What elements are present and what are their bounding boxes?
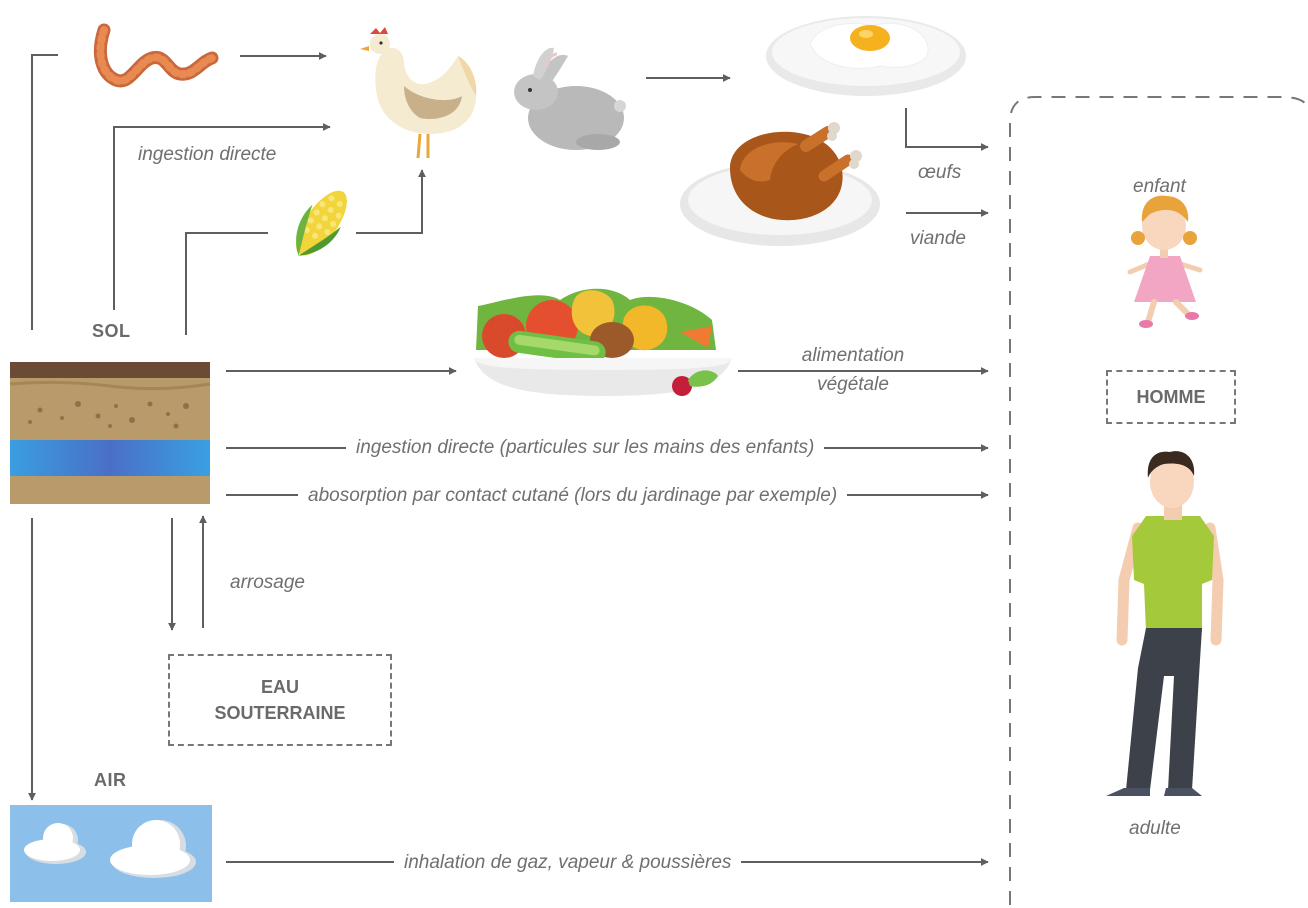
arrow-sol-to-worm xyxy=(31,54,58,330)
label-ingestion-directe: ingestion directe xyxy=(138,144,277,165)
eau-label-line1: EAU xyxy=(260,677,299,697)
corn-icon xyxy=(296,190,347,256)
label-alimentation-line1: alimentation xyxy=(801,345,905,366)
eau-label-line2: SOUTERRAINE xyxy=(214,703,346,723)
child-figure-icon xyxy=(1127,195,1203,328)
clouds-icon xyxy=(10,805,212,902)
worm-icon xyxy=(94,23,219,88)
label-enfant: enfant xyxy=(1133,176,1186,197)
arrow-eggs-to-homme xyxy=(905,108,989,151)
label-alimentation-line2: végétale xyxy=(817,374,889,395)
homme-box: HOMME xyxy=(1106,370,1236,424)
arrow-sol-to-chicken xyxy=(113,123,331,310)
eau-souterraine-box: EAU SOUTERRAINE xyxy=(168,654,392,746)
adult-figure-icon xyxy=(1106,451,1224,796)
label-absorption: abosorption par contact cutané (lors du … xyxy=(298,485,848,507)
homme-region xyxy=(1009,96,1308,905)
rabbit-icon xyxy=(514,47,626,150)
vegetable-bowl-icon xyxy=(474,288,732,396)
label-arrosage: arrosage xyxy=(230,572,305,593)
sol-label: SOL xyxy=(92,321,131,341)
soil-layers-icon xyxy=(9,362,211,504)
arrow-sol-to-corn xyxy=(185,232,268,335)
egg-plate-icon xyxy=(766,16,966,96)
arrow-corn-to-chicken xyxy=(356,169,426,234)
roast-chicken-icon xyxy=(680,122,880,246)
label-inhalation: inhalation de gaz, vapeur & poussières xyxy=(394,852,742,874)
air-label: AIR xyxy=(94,770,127,790)
chicken-icon xyxy=(360,27,477,159)
label-adulte: adulte xyxy=(1129,818,1181,839)
label-ingestion-enfants: ingestion directe (particules sur les ma… xyxy=(346,437,825,459)
homme-label: HOMME xyxy=(1136,387,1206,407)
label-viande: viande xyxy=(910,228,966,249)
label-oeufs: œufs xyxy=(918,162,962,183)
